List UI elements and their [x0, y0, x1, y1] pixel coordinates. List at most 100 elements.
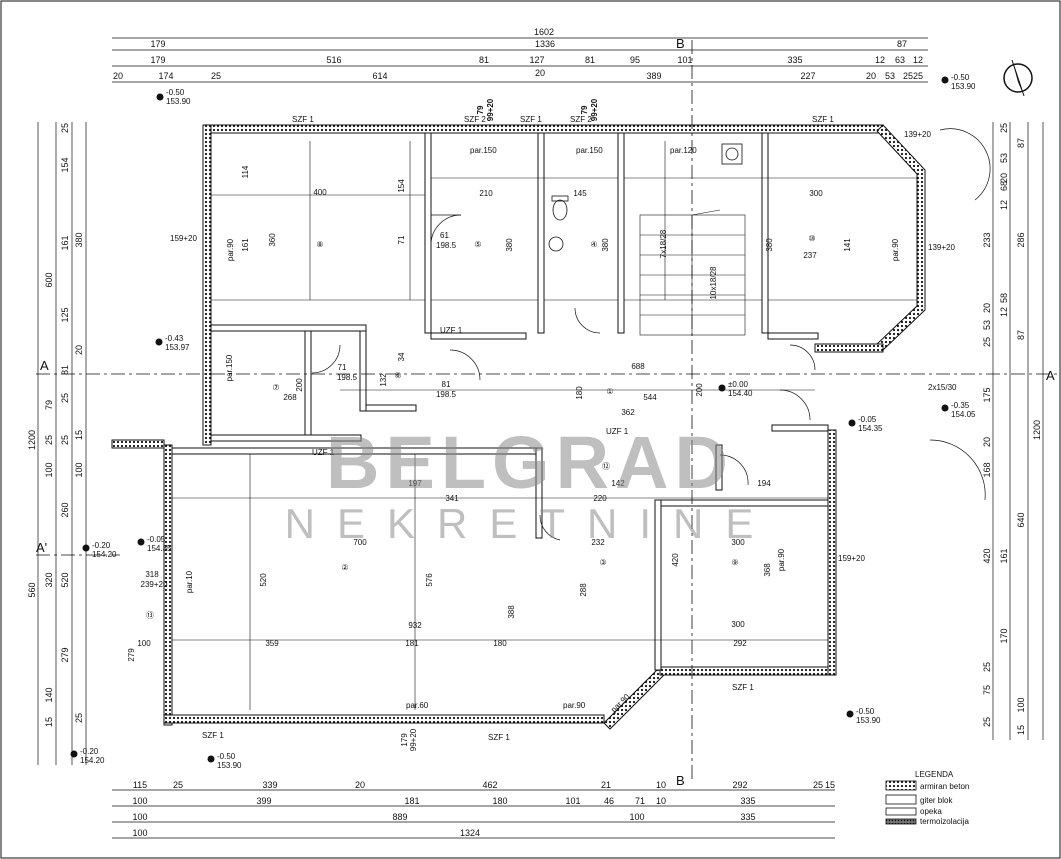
- dim-text: 87: [1016, 138, 1026, 148]
- dim-text: 260: [60, 502, 70, 517]
- room-dim: 197: [408, 479, 422, 488]
- level-value: 153.90: [951, 82, 976, 91]
- right-dim-texts: 1200 233 20 53 25 175 20 168 420 25 75 2…: [982, 123, 1042, 735]
- level-marker: -0.50 153.90: [941, 73, 976, 91]
- right-dimensions: [992, 122, 1044, 740]
- room-dim: 300: [731, 538, 745, 547]
- top-dim-row-2: 179 1336 87: [150, 39, 907, 49]
- dim-text: 161: [60, 235, 70, 250]
- watermark-line-1: BELGRAD: [326, 421, 734, 504]
- watermark: BELGRAD NEKRETNINE: [285, 421, 754, 547]
- dim-text: 168: [982, 462, 992, 477]
- dim-text: 15: [1016, 725, 1026, 735]
- label-szf: SZF 1: [520, 115, 542, 124]
- dim-text: 20: [999, 173, 1009, 183]
- bottom-dim-row-4: 100 1324: [132, 828, 480, 838]
- level-marker: -0.50 153.90: [156, 88, 191, 106]
- dim-text: 71: [635, 796, 645, 806]
- dim-text: 1200: [1032, 420, 1042, 440]
- walls: [111, 124, 926, 730]
- room-dim: 34: [397, 352, 406, 361]
- label-window: 79: [476, 105, 485, 114]
- room-lines: [172, 141, 917, 710]
- dim-text: 25: [982, 337, 992, 347]
- left-dimensions: [37, 122, 87, 765]
- level-marker: -0.50 153.90: [207, 752, 242, 770]
- level-marker: -0.50 153.90: [846, 707, 881, 725]
- dim-text: 25: [44, 435, 54, 445]
- dim-text: 101: [565, 796, 580, 806]
- dim-text: 889: [392, 812, 407, 822]
- label-uzf: UZF 1: [312, 448, 335, 457]
- level-value: -0.20: [92, 541, 111, 550]
- dim-text: 320: [44, 572, 54, 587]
- room-dim: 368: [763, 563, 772, 577]
- dim-text: 20: [74, 345, 84, 355]
- room-dim: 520: [259, 573, 268, 587]
- left-dim-texts: 1200 560 600 79 25 100 320 140 15 25 154…: [27, 123, 84, 727]
- room-dim: 380: [505, 238, 514, 252]
- dim-text: 25: [913, 71, 923, 81]
- label-window: 159+20: [838, 554, 865, 563]
- room-4: ④ 145 380: [573, 189, 610, 252]
- room-number: ⑤: [474, 240, 481, 249]
- dim-text: 292: [732, 780, 747, 790]
- room-dim: 198.5: [337, 373, 358, 382]
- label-window: 139+20: [904, 130, 931, 139]
- legend: LEGENDA armiran beton giter blok opeka t…: [885, 770, 969, 826]
- dim-text: 279: [60, 647, 70, 662]
- dim-text: 20: [355, 780, 365, 790]
- room-dim: 279: [127, 648, 136, 662]
- dim-text: 179: [150, 39, 165, 49]
- level-value: -0.43: [165, 334, 184, 343]
- north-arrow-icon: [1003, 59, 1033, 97]
- room-dim: 210: [479, 189, 493, 198]
- dim-text: 100: [44, 462, 54, 477]
- level-value: 153.90: [217, 761, 242, 770]
- legend-swatch-opeka: [885, 807, 917, 816]
- room-3: ③ 232 288 388 420: [507, 538, 680, 619]
- bottom-dimensions: [112, 789, 835, 839]
- level-marker: -0.35 154.05: [941, 401, 976, 419]
- room-number: ⑬: [146, 611, 154, 620]
- level-value: -0.50: [166, 88, 185, 97]
- dim-text: 20: [113, 71, 123, 81]
- dim-text: 335: [787, 55, 802, 65]
- room-dim: 362: [621, 408, 635, 417]
- room-dim: 220: [593, 494, 607, 503]
- dim-text: 227: [800, 71, 815, 81]
- dim-text: 95: [630, 55, 640, 65]
- label-par: par.120: [670, 146, 697, 155]
- dim-text: 15: [825, 780, 835, 790]
- dim-text: 12: [913, 55, 923, 65]
- label-szf: SZF 2: [570, 115, 592, 124]
- room-5: ⑤ 210 61 198.5 380: [436, 189, 514, 252]
- room-8: ⑧ 400 360 114 154 161 71: [241, 165, 406, 252]
- room-dim: 200: [295, 378, 304, 392]
- dim-text: 46: [604, 796, 614, 806]
- label-szf: SZF 1: [202, 731, 224, 740]
- room-dim: 268: [283, 393, 297, 402]
- dim-text: 1336: [535, 39, 555, 49]
- room-number: ⑫: [602, 462, 610, 471]
- dim-text: 81: [479, 55, 489, 65]
- level-value: 154.20: [92, 550, 117, 559]
- dim-text: 127: [529, 55, 544, 65]
- section-label-a-prime: A': [36, 540, 47, 555]
- dim-text: 335: [740, 812, 755, 822]
- room-dim: 200: [695, 383, 704, 397]
- dim-text: 12: [999, 200, 1009, 210]
- top-dimensions: [112, 37, 928, 83]
- dim-text: 101: [677, 55, 692, 65]
- dim-text: 87: [897, 39, 907, 49]
- dim-text: 75: [982, 685, 992, 695]
- room-dim: 154: [397, 179, 406, 193]
- label-window: 99+20: [409, 728, 418, 751]
- room-number: ⑨: [731, 558, 738, 567]
- room-dim: 237: [803, 251, 817, 260]
- dim-text: 614: [372, 71, 387, 81]
- room-6: ⑥ 132 34 81 198.5: [379, 352, 457, 399]
- room-dim: 142: [611, 479, 625, 488]
- room-dim: 700: [353, 538, 367, 547]
- label-szf: SZF 1: [292, 115, 314, 124]
